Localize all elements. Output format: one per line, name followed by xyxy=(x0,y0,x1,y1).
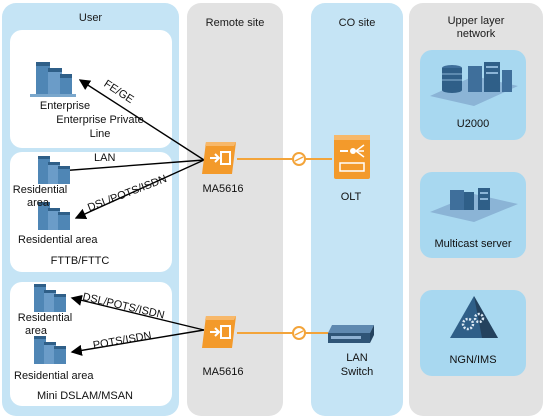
residential-building-icon-3 xyxy=(34,284,66,312)
lan-link xyxy=(44,159,205,177)
residential-building-icon-2 xyxy=(38,202,70,230)
residential-building-icon-1 xyxy=(38,156,70,184)
lan-switch-label-line2: Switch xyxy=(340,366,374,378)
olt-device-icon xyxy=(334,135,370,179)
fiber-connector-icon-top xyxy=(292,152,306,166)
fiber-connector-icon-bottom xyxy=(292,326,306,340)
enterprise-label-line3: Line xyxy=(89,128,111,140)
co-site-column xyxy=(311,3,403,416)
mini-residential-label-line1: Residential xyxy=(17,312,73,324)
olt-label: OLT xyxy=(340,191,362,203)
mini-residential-area-label: Residential area xyxy=(14,370,94,382)
co-site-title: CO site xyxy=(338,17,376,29)
ma5616-device-icon-bottom xyxy=(202,316,236,348)
multicast-server-icon xyxy=(430,188,518,222)
enterprise-label-line2: Enterprise Private xyxy=(56,114,144,126)
ma5616-label-bottom: MA5616 xyxy=(202,366,244,378)
u2000-label: U2000 xyxy=(456,118,490,130)
fttb-group-panel xyxy=(10,152,172,272)
enterprise-building-icon xyxy=(30,62,76,97)
fttb-dsl-link xyxy=(74,159,205,220)
ma5616-device-icon-top xyxy=(202,142,236,174)
fttb-fttc-caption: FTTB/FTTC xyxy=(50,255,110,267)
remote-site-title: Remote site xyxy=(205,17,265,29)
lan-switch-icon xyxy=(328,325,374,343)
fttb-residential-label-line2: area xyxy=(26,197,50,209)
ngn-ims-icon xyxy=(450,296,498,338)
user-column-title: User xyxy=(78,12,103,24)
u2000-server-icon xyxy=(430,62,518,106)
enterprise-label-line1: Enterprise xyxy=(39,100,91,112)
upper-layer-title-line2: network xyxy=(456,28,496,40)
mini-dslam-msan-caption: Mini DSLAM/MSAN xyxy=(37,390,133,402)
lan-switch-label-line1: LAN xyxy=(346,352,368,364)
residential-building-icon-4 xyxy=(34,336,66,364)
mini-residential-label-line2: area xyxy=(24,325,48,337)
mini-pots-link xyxy=(70,329,205,356)
mini-dsl-link xyxy=(70,294,205,331)
fttb-residential-area-label: Residential area xyxy=(18,234,98,246)
ngn-ims-label: NGN/IMS xyxy=(449,354,497,366)
upper-layer-title-line1: Upper layer xyxy=(447,15,505,27)
fe-ge-link xyxy=(78,79,205,161)
multicast-server-label: Multicast server xyxy=(434,238,512,250)
fttb-residential-label-line1: Residential xyxy=(12,184,68,196)
ma5616-label-top: MA5616 xyxy=(202,183,244,195)
lan-link-label: LAN xyxy=(94,152,116,164)
